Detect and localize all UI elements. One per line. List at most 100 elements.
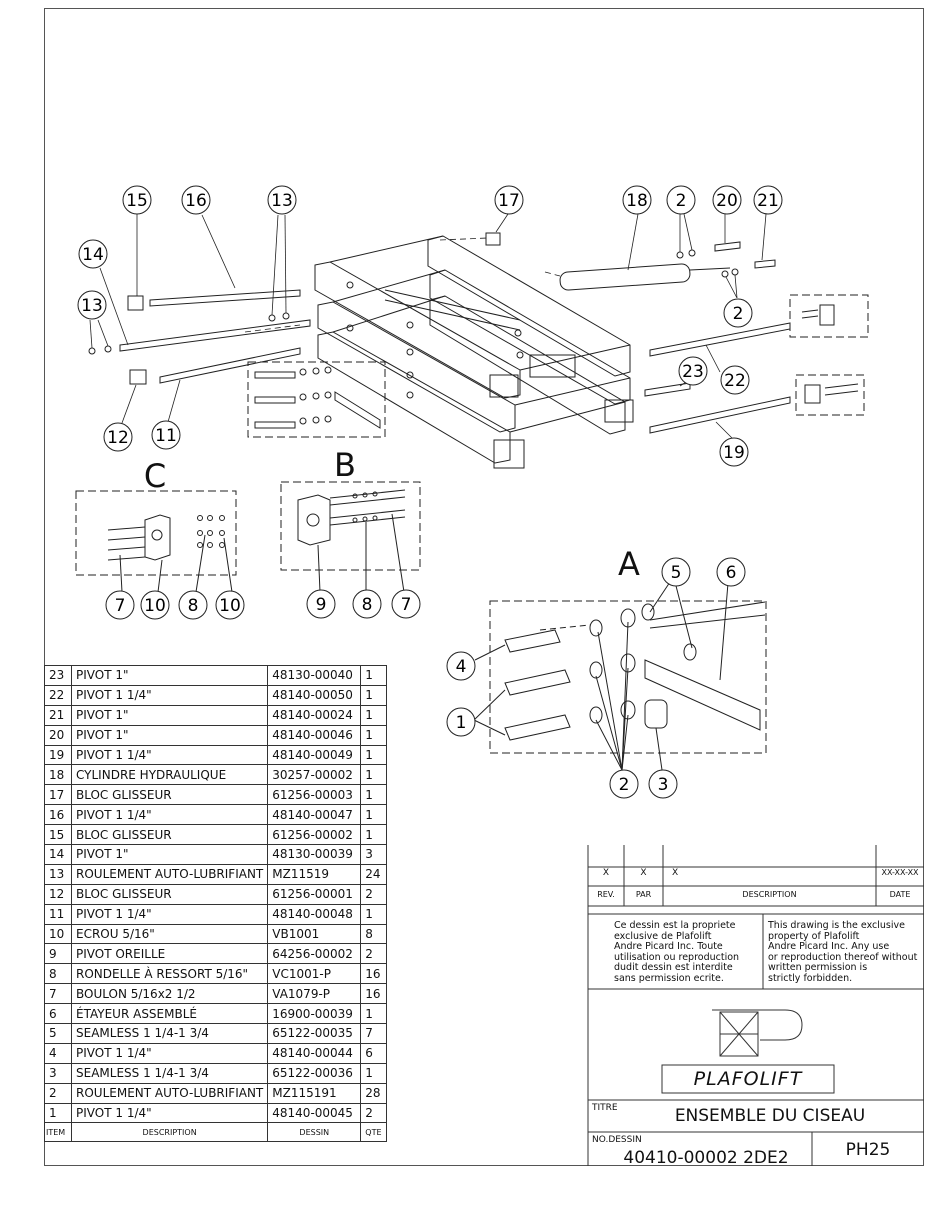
svg-text:19: 19: [723, 443, 745, 463]
view-label-c: C: [144, 457, 166, 495]
bom-cell-item: 13: [44, 863, 72, 885]
bom-cell-description: PIVOT 1 1/4": [70, 1102, 269, 1124]
bom-cell-dessin: 16900-00039: [267, 1003, 362, 1025]
svg-text:9: 9: [316, 595, 327, 615]
bom-cell-qte: 7: [360, 1023, 387, 1044]
bom-cell-dessin: 30257-00002: [267, 764, 362, 786]
legal-line: utilisation ou reproduction: [614, 951, 740, 963]
bom-cell-qte: 1: [360, 724, 387, 746]
callout-19: 19: [719, 437, 749, 467]
callout-22: 22: [720, 365, 750, 395]
svg-text:2: 2: [733, 304, 744, 324]
rev-value: X: [602, 868, 610, 878]
bom-cell-item: 23: [44, 665, 72, 686]
bom-cell-dessin: 61256-00001: [267, 883, 362, 905]
bom-header-description: DESCRIPTION: [70, 1122, 269, 1143]
callout-8c: 8: [178, 590, 208, 620]
callout-5: 5: [661, 557, 691, 587]
svg-text:8: 8: [362, 595, 373, 615]
legal-line: property of Plafolift: [768, 930, 860, 942]
bom-cell-description: PIVOT 1": [70, 844, 269, 865]
bom-cell-description: BLOC GLISSEUR: [70, 784, 269, 806]
svg-text:10: 10: [219, 596, 241, 616]
bom-cell-qte: 6: [360, 1042, 387, 1064]
svg-text:14: 14: [82, 245, 104, 265]
legal-line: Andre Picard Inc. Toute: [614, 941, 723, 952]
bom-cell-description: SEAMLESS 1 1/4-1 3/4: [70, 1023, 269, 1044]
callout-11: 11: [151, 420, 181, 450]
bom-cell-item: 9: [44, 943, 72, 965]
bom-cell-qte: 1: [360, 804, 387, 826]
bom-cell-description: PIVOT 1 1/4": [70, 744, 269, 766]
bom-cell-dessin: 48140-00048: [267, 903, 362, 925]
svg-text:5: 5: [671, 563, 682, 583]
description-label: DESCRIPTION: [742, 890, 797, 899]
callout-7b: 7: [391, 589, 421, 619]
callout-2c: 2: [609, 769, 639, 799]
svg-text:18: 18: [626, 191, 648, 211]
bom-cell-item: 6: [44, 1003, 72, 1025]
bom-cell-qte: 1: [360, 824, 387, 846]
bom-cell-description: ROULEMENT AUTO-LUBRIFIANT: [70, 1082, 269, 1104]
svg-text:21: 21: [757, 191, 779, 211]
date-label: DATE: [889, 890, 911, 899]
callout-12: 12: [103, 422, 133, 452]
bom-cell-description: PIVOT 1 1/4": [70, 1042, 269, 1064]
bom-cell-qte: 1: [360, 903, 387, 925]
bom-header-qte: QTE: [360, 1122, 387, 1143]
bom-cell-qte: 2: [360, 883, 387, 905]
legal-line: Ce dessin est la propriete: [614, 920, 736, 931]
legal-line: written permission is: [768, 962, 868, 973]
svg-text:4: 4: [456, 657, 467, 677]
svg-text:17: 17: [498, 191, 520, 211]
bom-cell-qte: 1: [360, 744, 387, 766]
callout-3: 3: [648, 769, 678, 799]
bom-cell-dessin: MZ115191: [267, 1082, 362, 1104]
callout-18: 18: [622, 185, 652, 215]
bom-cell-qte: 1: [360, 1062, 387, 1084]
callout-1: 1: [446, 707, 476, 737]
svg-text:3: 3: [658, 775, 669, 795]
bom-cell-description: ÉTAYEUR ASSEMBLÉ: [70, 1003, 269, 1025]
callout-23: 23: [678, 356, 708, 386]
callout-6: 6: [716, 557, 746, 587]
svg-text:13: 13: [81, 296, 103, 316]
bom-cell-dessin: 64256-00002: [267, 943, 362, 965]
bom-cell-description: ROULEMENT AUTO-LUBRIFIANT: [70, 863, 269, 885]
bom-cell-qte: 1: [360, 684, 387, 706]
legal-line: strictly forbidden.: [768, 972, 853, 984]
legal-line: This drawing is the exclusive: [768, 920, 905, 931]
description-value: X: [672, 868, 679, 878]
callout-21: 21: [753, 185, 783, 215]
bom-cell-qte: 1: [360, 665, 387, 686]
bom-cell-dessin: 48130-00039: [267, 844, 362, 865]
bom-cell-item: 1: [44, 1102, 72, 1124]
bom-cell-description: PIVOT 1 1/4": [70, 804, 269, 826]
bom-cell-description: PIVOT 1 1/4": [70, 684, 269, 706]
bom-cell-dessin: 48140-00047: [267, 804, 362, 826]
bom-cell-item: 10: [44, 923, 72, 945]
detail-a: [473, 581, 767, 771]
callout-14: 14: [78, 239, 108, 269]
detail-pin-ends: [789, 294, 869, 416]
